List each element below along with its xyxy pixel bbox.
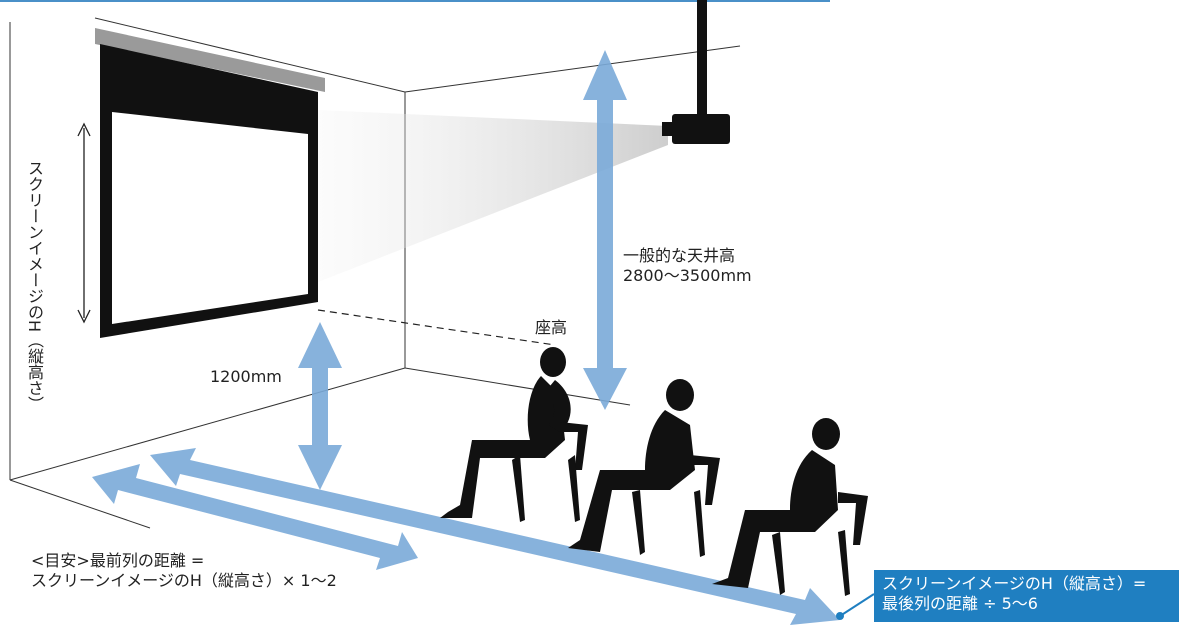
measurement-arrows <box>92 50 840 625</box>
projection-screen <box>95 28 325 338</box>
front-row-distance-label: <目安>最前列の距離 = <box>31 551 205 570</box>
back-row-formula: 最後列の距離 ÷ 5〜6 <box>882 594 1038 613</box>
ceiling-height-value: 2800〜3500mm <box>623 266 752 285</box>
ceiling-height-label: 一般的な天井高 <box>623 246 736 265</box>
audience-person-2 <box>568 379 720 557</box>
room-edges <box>9 17 741 529</box>
screen-height-label: スクリーンイメージのH（縦高さ） <box>25 160 44 413</box>
seat-height-label: 座高 <box>535 318 568 337</box>
top-accent-line <box>0 0 830 2</box>
screen-height-bracket <box>77 122 91 324</box>
back-row-label: スクリーンイメージのH（縦高さ）= <box>882 574 1147 593</box>
audience-person-1 <box>440 347 588 522</box>
seat-height-dashed-line <box>317 309 556 346</box>
front-row-distance-formula: スクリーンイメージのH（縦高さ）× 1〜2 <box>31 571 337 590</box>
back-row-callout: スクリーンイメージのH（縦高さ）= 最後列の距離 ÷ 5〜6 <box>874 570 1179 622</box>
projector <box>662 0 730 144</box>
callout-pointer <box>839 593 875 617</box>
audience-person-3 <box>712 418 868 596</box>
projector-beam <box>318 110 668 282</box>
screen-bottom-height-label: 1200mm <box>210 367 282 386</box>
